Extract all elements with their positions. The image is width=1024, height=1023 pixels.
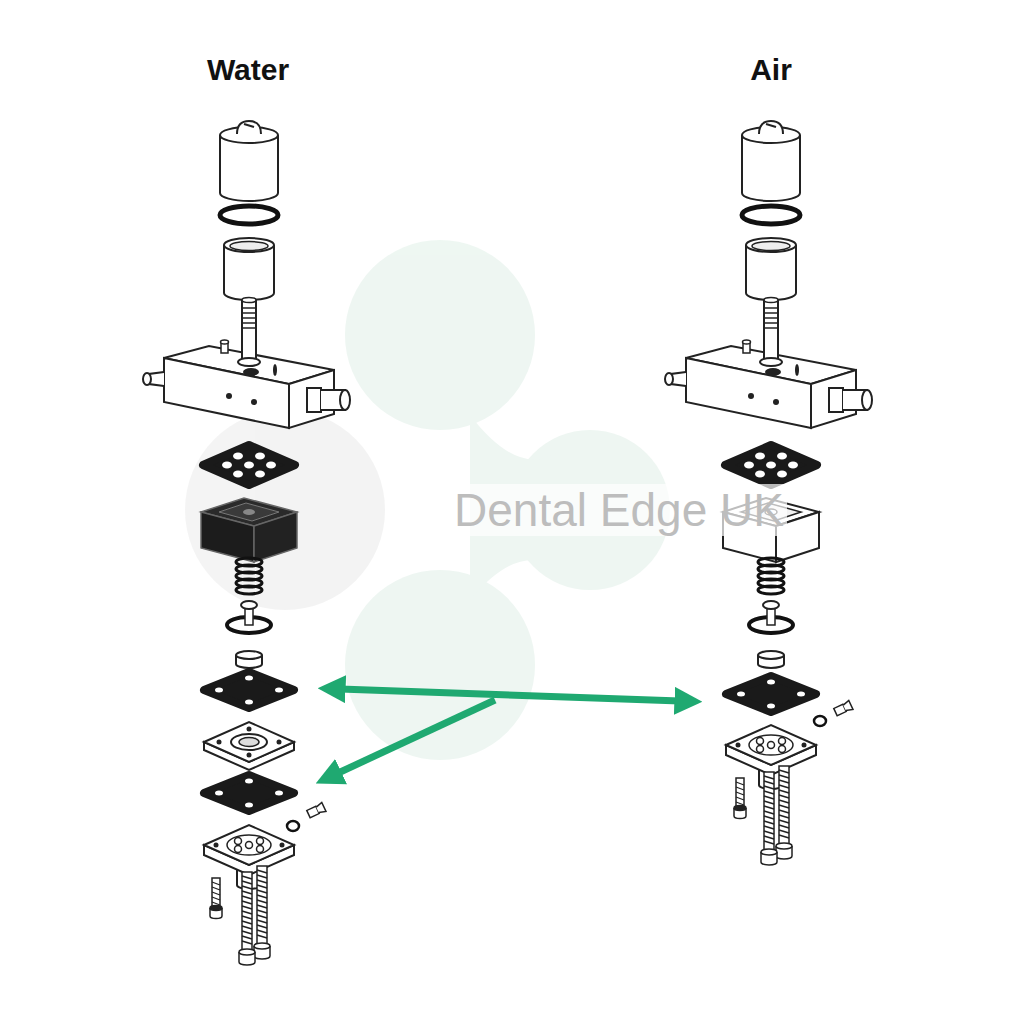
solenoid-cap <box>742 121 800 201</box>
spacer-plate <box>204 722 294 770</box>
o-ring <box>220 206 278 224</box>
arrow <box>336 700 495 774</box>
coil-sleeve <box>224 238 274 300</box>
nipple-screw <box>833 700 853 716</box>
washer <box>287 821 299 831</box>
o-ring <box>742 206 800 224</box>
short-screw <box>210 878 222 919</box>
washer <box>814 716 826 726</box>
double-arrow <box>340 689 680 701</box>
valve-stem <box>760 298 782 367</box>
long-screw <box>254 866 270 959</box>
gasket <box>725 445 817 485</box>
pointer-arrows <box>336 689 680 774</box>
spring <box>236 558 262 594</box>
column-heading: Water <box>207 53 289 88</box>
water-valve-exploded-view <box>143 121 350 965</box>
watermark: Dental Edge UK <box>451 484 787 537</box>
long-screw <box>776 766 792 859</box>
nipple-screw <box>306 802 326 818</box>
diaphragm <box>204 672 294 708</box>
diaphragm <box>726 676 816 712</box>
plunger <box>227 601 271 633</box>
solenoid-cap <box>220 121 278 201</box>
gasket <box>203 445 295 485</box>
short-screw <box>734 778 746 819</box>
valve-stem <box>238 298 260 367</box>
seal-disc <box>236 651 262 668</box>
seal-disc <box>758 651 784 668</box>
diaphragm <box>204 775 294 811</box>
plunger <box>749 601 793 633</box>
valve-block <box>201 498 297 562</box>
long-screw <box>239 872 255 965</box>
coil-sleeve <box>746 238 796 300</box>
column-heading: Air <box>750 53 792 88</box>
long-screw <box>761 772 777 865</box>
spring <box>758 558 784 594</box>
